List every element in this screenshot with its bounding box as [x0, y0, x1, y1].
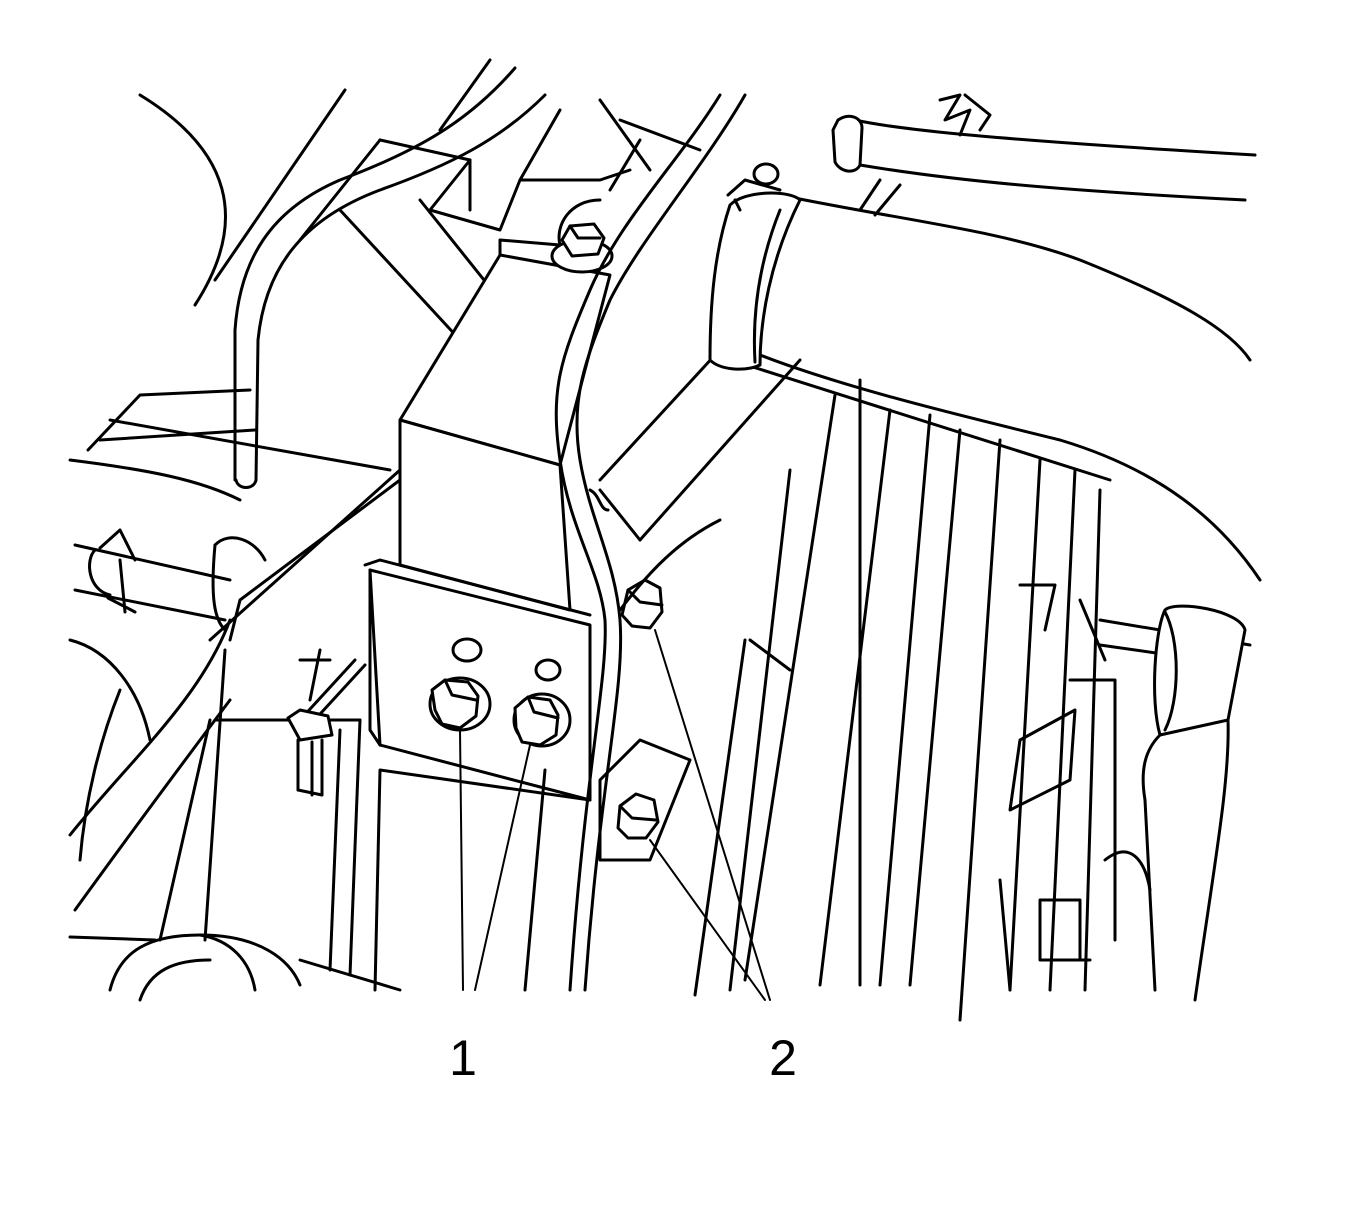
lower-left-pulley: [68, 933, 402, 1002]
callout-label-1: 1: [449, 1030, 477, 1086]
bolt-1b: [512, 692, 572, 748]
mounting-bracket: [363, 198, 612, 992]
sensor-connector: [286, 658, 367, 797]
left-structure: [68, 468, 402, 977]
top-bolt: [550, 222, 614, 274]
upper-hose: [708, 162, 1262, 582]
small-hose: [831, 93, 1257, 217]
left-hose: [73, 528, 267, 632]
leader-lines: [459, 629, 771, 1001]
bolt-1a: [428, 676, 492, 732]
right-strut: [998, 583, 1252, 1002]
bolt-2a: [620, 578, 664, 630]
callout-label-2: 2: [769, 1030, 797, 1086]
bolt-2b: [598, 738, 692, 862]
frame-rail: [523, 93, 747, 992]
radiator: [598, 353, 1112, 1022]
